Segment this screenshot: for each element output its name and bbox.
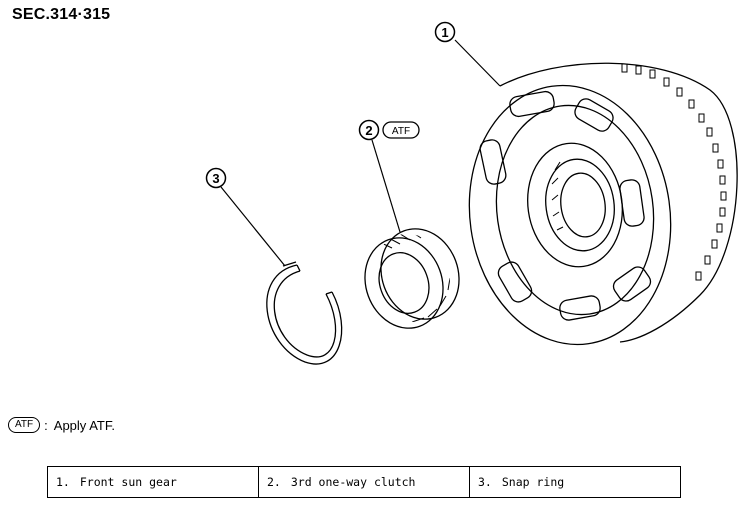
table-row: 1.Front sun gear 2.3rd one-way clutch 3.… <box>47 466 681 498</box>
atf-legend-text: Apply ATF. <box>53 417 115 433</box>
exploded-view-diagram: 1 2 ATF 3 <box>205 21 738 365</box>
svg-text:1: 1 <box>441 25 448 40</box>
atf-badge-callout-2: ATF <box>392 126 410 137</box>
atf-legend-separator: : <box>44 417 48 433</box>
parts-cell-1: 1.Front sun gear <box>47 466 259 498</box>
leader-line-1 <box>454 39 501 87</box>
snap-ring <box>266 261 343 365</box>
leader-line-2 <box>371 139 401 233</box>
callout-3: 3 <box>205 167 227 189</box>
one-way-clutch <box>364 228 460 329</box>
parts-cell-3: 3.Snap ring <box>469 466 681 498</box>
section-label: SEC.314·315 <box>12 6 111 23</box>
leader-line-3 <box>220 186 286 267</box>
parts-cell-2: 2.3rd one-way clutch <box>258 466 470 498</box>
parts-table: 1.Front sun gear 2.3rd one-way clutch 3.… <box>47 466 681 498</box>
atf-badge: ATF <box>8 417 41 433</box>
front-sun-gear <box>468 62 738 346</box>
svg-text:2: 2 <box>365 123 372 138</box>
callout-2: 2 ATF <box>358 119 420 141</box>
atf-legend: ATF : Apply ATF. <box>8 414 115 436</box>
svg-text:3: 3 <box>212 171 219 186</box>
callout-1: 1 <box>434 21 456 43</box>
